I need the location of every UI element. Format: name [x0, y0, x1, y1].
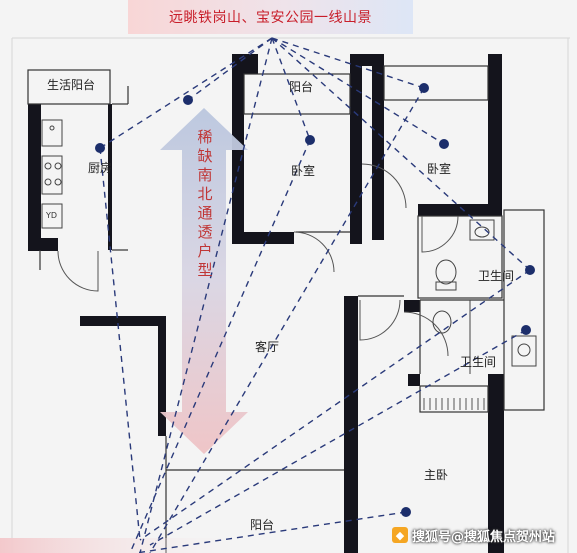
feature-char: 通: [197, 204, 213, 222]
north-south-arrow-icon: [160, 108, 248, 454]
dimension-lines: [11, 37, 570, 553]
feature-char: 户: [197, 242, 213, 260]
room-label-master-bedroom: 主卧: [424, 468, 449, 482]
bathroom-fixtures: [432, 219, 537, 374]
thin-walls: [27, 65, 545, 553]
room-label-kitchen: 厨房: [88, 161, 113, 175]
room-label-bedroom-2: 卧室: [427, 162, 452, 176]
room-label-living-room: 客厅: [255, 340, 280, 354]
room-label-bathroom-1: 卫生间: [478, 269, 515, 283]
view-banner: 远眺铁岗山、宝安公园一线山景: [128, 0, 413, 34]
bottom-band: [0, 538, 260, 553]
room-label-living-balcony: 生活阳台: [47, 78, 96, 92]
walls: [28, 54, 504, 553]
view-markers: [95, 83, 535, 517]
door-swings: [57, 163, 459, 357]
room-label-balcony-top: 阳台: [289, 80, 314, 94]
watermark-text: 搜狐号@搜狐焦点贺州站: [412, 529, 556, 545]
feature-char: 稀: [197, 128, 213, 146]
feature-vertical-text: 稀 缺 南 北 通 透 户 型: [194, 128, 216, 280]
room-label-balcony-bottom: 阳台: [250, 518, 275, 532]
wardrobe-hatch: [423, 398, 485, 410]
sohu-logo-icon: ◆: [392, 527, 408, 543]
sight-lines: [99, 37, 531, 553]
appliance-label: YD: [46, 211, 58, 220]
feature-char: 透: [197, 223, 213, 241]
room-label-bathroom-2: 卫生间: [460, 355, 497, 369]
watermark: ◆ 搜狐号@搜狐焦点贺州站: [392, 523, 574, 547]
feature-char: 北: [197, 185, 213, 203]
room-label-bedroom-1: 卧室: [291, 164, 316, 178]
feature-char: 型: [197, 261, 213, 279]
feature-char: 南: [197, 166, 213, 184]
kitchen-fixtures: [41, 119, 63, 229]
feature-char: 缺: [197, 147, 213, 165]
banner-text: 远眺铁岗山、宝安公园一线山景: [169, 10, 372, 26]
